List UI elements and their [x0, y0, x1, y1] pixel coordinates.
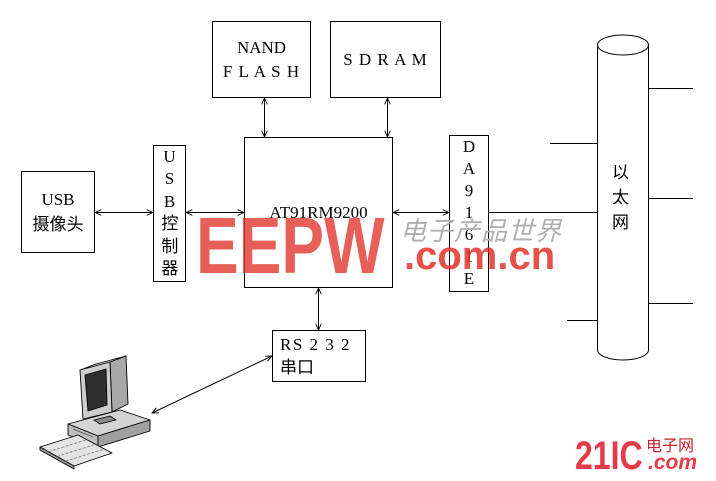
keyboard-key-row: [65, 448, 104, 462]
ethernet-label: 以太网: [612, 163, 629, 232]
ethernet-label-container: 以太网: [612, 160, 629, 235]
serial-port-label-line2: 串口: [280, 358, 314, 377]
processor-label: AT91RM9200: [269, 202, 368, 222]
usb-camera-label-line2: 摄像头: [32, 215, 84, 234]
processor-block: AT91RM9200: [244, 137, 393, 288]
serial-port-label-line1: RS 2 3 2: [280, 335, 352, 354]
ethernet-cylinder: [597, 34, 649, 361]
pc-case-side: [97, 419, 151, 448]
monitor-side: [109, 355, 129, 413]
ethernet-taps: [489, 88, 693, 321]
monitor-stand: [93, 415, 117, 425]
nand-flash-label-line2: F L A S H: [222, 61, 301, 81]
sdram-block: S D R A M: [330, 21, 441, 98]
pc-to-serial-arrow: [152, 356, 272, 413]
ethernet-cylinder-body: [597, 45, 649, 361]
monitor-screen: [84, 368, 108, 412]
usb-controller-block: USB控制器: [153, 145, 186, 282]
keyboard-key-row: [48, 439, 87, 453]
keyboard-key-row: [56, 444, 96, 457]
usb-camera-block: USB 摄像头: [21, 171, 95, 253]
keyboard-edge: [39, 446, 75, 470]
desktop-computer-icon: [39, 355, 151, 470]
ethernet-controller-label: DA9161E: [462, 137, 476, 288]
serial-port-block: RS 2 3 2 串口: [272, 330, 366, 382]
pc-drive-slot: [72, 428, 94, 438]
keyboard-keys: [48, 439, 104, 462]
nand-flash-label-line1: NAND: [236, 37, 287, 57]
usb-controller-label: USB控制器: [161, 147, 179, 279]
nand-flash-block: NAND F L A S H: [212, 21, 311, 98]
data-arrows: [95, 98, 449, 413]
usb-camera-label-line1: USB: [41, 190, 75, 209]
ethernet-controller-block: DA9161E: [449, 135, 489, 292]
sdram-label: S D R A M: [343, 49, 428, 69]
ethernet-cylinder-top: [597, 34, 649, 56]
